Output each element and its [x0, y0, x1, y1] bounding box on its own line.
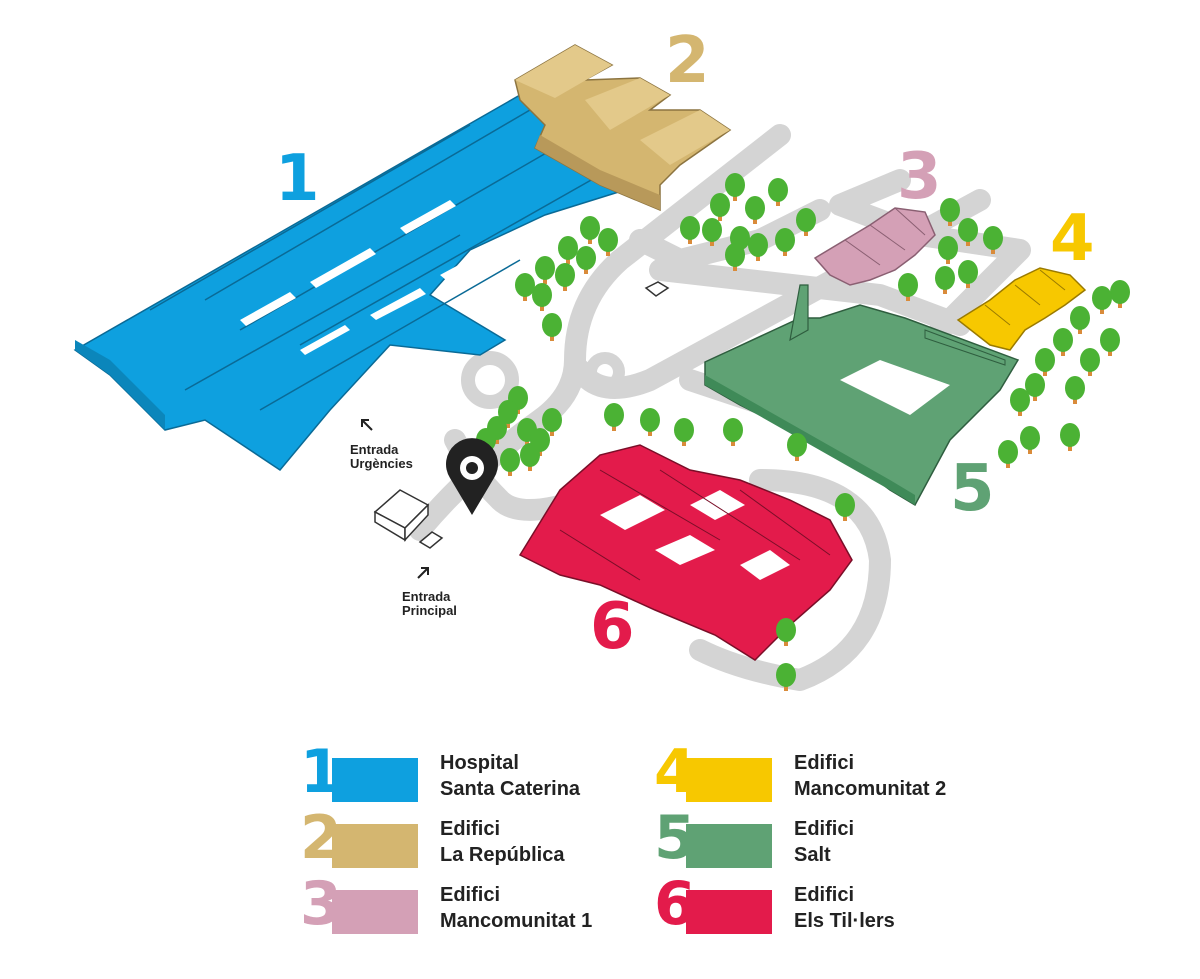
number-2: 2 [665, 24, 710, 98]
tree-icon [710, 193, 730, 221]
tree-icon [745, 196, 765, 224]
tree-icon [640, 408, 660, 436]
number-4: 4 [1050, 202, 1095, 276]
tree-icon [748, 233, 768, 261]
building-3[interactable] [813, 207, 936, 286]
tree-icon [1092, 286, 1112, 314]
tree-icon [604, 403, 624, 431]
number-5: 5 [950, 452, 995, 526]
tree-icon [1080, 348, 1100, 376]
tree-icon [576, 246, 596, 274]
tree-icon [680, 216, 700, 244]
tree-icon [935, 266, 955, 294]
tree-icon [723, 418, 743, 446]
tree-icon [1025, 373, 1045, 401]
tree-icon [515, 273, 535, 301]
legend-swatch [686, 758, 772, 802]
gatehouse [373, 281, 670, 549]
tree-icon [958, 218, 978, 246]
tree-icon [1100, 328, 1120, 356]
tree-icon [776, 618, 796, 646]
tree-icon [1110, 280, 1130, 308]
legend-swatch [332, 890, 418, 934]
building-5[interactable] [704, 284, 1020, 507]
tree-icon [580, 216, 600, 244]
tree-icon [498, 400, 518, 428]
tree-icon [898, 273, 918, 301]
tree-icon [776, 663, 796, 691]
building-4[interactable] [956, 267, 1087, 351]
tree-icon [1010, 388, 1030, 416]
number-1: 1 [275, 142, 320, 216]
arrow-principal-icon [417, 567, 429, 579]
tree-icon [940, 198, 960, 226]
legend-swatch [332, 758, 418, 802]
tree-icon [998, 440, 1018, 468]
legend-swatch [686, 824, 772, 868]
tree-icon [702, 218, 722, 246]
tree-icon [500, 448, 520, 476]
tree-icon [598, 228, 618, 256]
building-2[interactable] [514, 44, 732, 212]
number-3: 3 [897, 140, 942, 214]
tree-icon [1035, 348, 1055, 376]
tree-icon [725, 173, 745, 201]
label-entrada-principal: Entrada Principal [402, 589, 457, 618]
tree-icon [542, 408, 562, 436]
tree-icon [787, 433, 807, 461]
building-6[interactable] [518, 444, 853, 661]
tree-icon [938, 236, 958, 264]
campus-map: Entrada Urgències Entrada Principal 1 2 … [73, 24, 1130, 691]
tree-icon [535, 256, 555, 284]
legend-swatch [332, 824, 418, 868]
tree-icon [768, 178, 788, 206]
tree-icon [674, 418, 694, 446]
tree-icon [520, 443, 540, 471]
roundabout-right [585, 352, 625, 392]
arrow-urgencies-icon [361, 419, 373, 431]
tree-icon [725, 243, 745, 271]
roundabout-left [461, 351, 519, 409]
tree-icon [958, 260, 978, 288]
tree-icon [1065, 376, 1085, 404]
tree-icon [775, 228, 795, 256]
tree-icon [1053, 328, 1073, 356]
tree-icon [796, 208, 816, 236]
label-entrada-urgencies: Entrada Urgències [350, 442, 413, 471]
tree-icon [532, 283, 552, 311]
building-1[interactable] [73, 94, 627, 471]
tree-icon [1020, 426, 1040, 454]
location-pin-icon[interactable] [446, 438, 499, 515]
trees [476, 173, 1130, 691]
tree-icon [1060, 423, 1080, 451]
tree-icon [558, 236, 578, 264]
legend-swatch [686, 890, 772, 934]
number-6: 6 [590, 590, 635, 664]
tree-icon [1070, 306, 1090, 334]
tree-icon [983, 226, 1003, 254]
tree-icon [542, 313, 562, 341]
tree-icon [835, 493, 855, 521]
tree-icon [555, 263, 575, 291]
